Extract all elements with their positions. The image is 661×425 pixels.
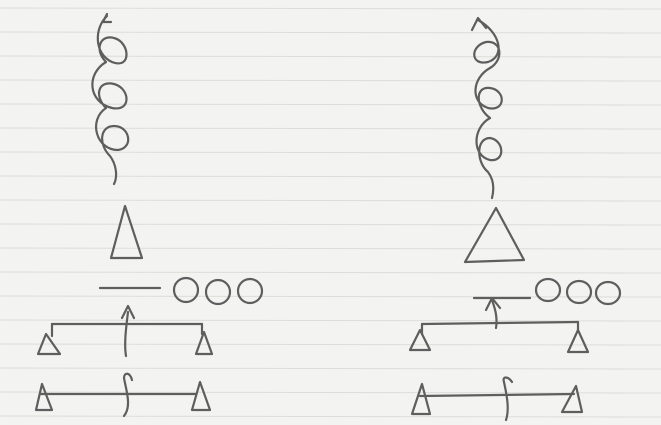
ruled-paper-lines — [0, 8, 661, 417]
ruled-line — [0, 176, 661, 177]
ruled-line — [0, 128, 661, 129]
ruled-line — [0, 80, 661, 81]
right-sketch — [410, 18, 620, 420]
right-triangle — [465, 208, 524, 262]
ruled-line — [0, 272, 661, 273]
left-triangle — [111, 206, 142, 258]
left-balance-upper — [38, 306, 212, 356]
left-spiral-symbol — [92, 14, 128, 184]
ruled-line — [0, 200, 661, 201]
ruled-line — [0, 56, 661, 57]
ruled-line — [0, 104, 661, 105]
right-spiral-symbol — [472, 18, 502, 198]
ruled-line — [0, 248, 661, 249]
left-line-circles — [100, 278, 262, 304]
ruled-line — [0, 368, 661, 369]
ruled-line — [0, 320, 661, 321]
ruled-line — [0, 416, 661, 417]
ruled-line — [0, 152, 661, 153]
ruled-line — [0, 224, 661, 225]
left-sketch — [36, 14, 262, 416]
right-balance-upper — [410, 298, 588, 352]
ruled-line — [0, 392, 661, 393]
ruled-line — [0, 296, 661, 297]
ruled-line — [0, 8, 661, 9]
ruled-line — [0, 344, 661, 345]
left-balance-lower — [36, 374, 210, 416]
right-balance-lower — [412, 378, 582, 421]
right-line-circles — [474, 279, 620, 304]
